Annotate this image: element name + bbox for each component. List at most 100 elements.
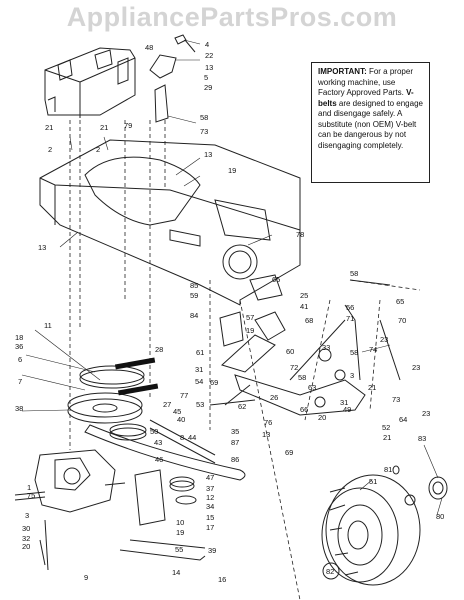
callout-75: 75 [27, 491, 35, 500]
callout-69a: 69 [210, 378, 218, 387]
callout-65b: 65 [396, 297, 404, 306]
callout-41: 41 [300, 302, 308, 311]
callout-74: 74 [369, 345, 377, 354]
callout-59: 59 [190, 291, 198, 300]
callout-25: 25 [300, 291, 308, 300]
callout-3b: 3 [25, 511, 29, 520]
callout-17: 17 [206, 523, 214, 532]
callout-80: 80 [436, 512, 444, 521]
callout-13c: 13 [38, 243, 46, 252]
callout-31b: 31 [340, 398, 348, 407]
callout-19c: 19 [176, 528, 184, 537]
callout-40: 40 [177, 415, 185, 424]
callout-58d: 58 [298, 373, 306, 382]
callout-13d: 13 [262, 430, 270, 439]
callout-51: 51 [369, 477, 377, 486]
callout-37: 37 [206, 484, 214, 493]
vbelts-text: are designed to engage and disengage saf… [318, 98, 423, 150]
callout-23c: 23 [422, 409, 430, 418]
callout-14: 14 [172, 568, 180, 577]
callout-76: 76 [264, 418, 272, 427]
callout-56: 56 [346, 303, 354, 312]
callout-21a: 21 [45, 123, 53, 132]
vbelts-label: V-belts [318, 88, 414, 108]
callout-55: 55 [175, 545, 183, 554]
callout-82-circle [322, 562, 340, 580]
watermark-text: AppliancePartsPros.com [66, 2, 398, 32]
callout-77: 77 [180, 391, 188, 400]
callout-83: 83 [418, 434, 426, 443]
important-text: For a proper working machine, use Factor… [318, 67, 413, 97]
callout-69b: 69 [285, 448, 293, 457]
callout-36: 36 [15, 342, 23, 351]
callout-23b: 23 [412, 363, 420, 372]
callout-2b: 2 [96, 145, 100, 154]
callout-43: 43 [154, 438, 162, 447]
clutch-arm [234, 374, 366, 416]
callout-7: 7 [18, 377, 22, 386]
callout-50: 50 [150, 427, 158, 436]
callout-23a: 23 [380, 335, 388, 344]
callout-44: 44 [188, 433, 196, 442]
callout-68: 68 [305, 316, 313, 325]
callout-48: 48 [145, 43, 153, 52]
callout-19b: 19 [246, 326, 254, 335]
transaxle [14, 449, 126, 513]
callout-29: 29 [204, 83, 212, 92]
callout-27: 27 [163, 400, 171, 409]
callout-70: 70 [398, 316, 406, 325]
callout-72: 72 [290, 363, 298, 372]
callout-46: 46 [155, 455, 163, 464]
callout-61: 61 [196, 348, 204, 357]
callout-53: 53 [196, 400, 204, 409]
callout-47: 47 [206, 473, 214, 482]
callout-20: 20 [318, 413, 326, 422]
callout-66: 66 [300, 405, 308, 414]
clutch-linkage [119, 549, 206, 561]
callout-81: 81 [384, 465, 392, 474]
callout-9: 9 [84, 573, 88, 582]
callout-21d: 21 [383, 433, 391, 442]
callout-6: 6 [18, 355, 22, 364]
lower-bracket [134, 469, 166, 526]
callout-54: 54 [195, 377, 203, 386]
engine-pulley [67, 365, 147, 441]
callout-16: 16 [218, 575, 226, 584]
callout-65a: 65 [272, 275, 280, 284]
callout-15: 15 [206, 513, 214, 522]
callout-10: 10 [176, 518, 184, 527]
callout-49: 49 [343, 405, 351, 414]
hub-cap [428, 476, 448, 500]
steering-bracket [149, 54, 177, 123]
callout-32: 32 [22, 534, 30, 543]
callout-78: 78 [296, 230, 304, 239]
callout-71: 71 [346, 314, 354, 323]
callout-58a: 58 [200, 113, 208, 122]
callout-26: 26 [270, 393, 278, 402]
callout-85: 85 [190, 281, 198, 290]
callout-58b: 58 [350, 269, 358, 278]
callout-52: 52 [382, 423, 390, 432]
main-frame [39, 139, 301, 306]
callout-33: 33 [322, 343, 330, 352]
callout-30: 30 [22, 524, 30, 533]
v-belt [84, 424, 246, 481]
callout-60: 60 [286, 347, 294, 356]
callout-58c: 58 [350, 348, 358, 357]
callout-12: 12 [206, 493, 214, 502]
important-note: IMPORTANT: For a proper working machine,… [311, 62, 430, 183]
callout-57: 57 [246, 313, 254, 322]
callout-28: 28 [155, 345, 163, 354]
callout-18: 18 [15, 333, 23, 342]
callout-13b: 13 [204, 150, 212, 159]
important-label: IMPORTANT: [318, 67, 367, 76]
callout-34: 34 [206, 502, 214, 511]
callout-73a: 73 [200, 127, 208, 136]
callout-3: 3 [350, 371, 354, 380]
callout-21c: 21 [368, 383, 376, 392]
callout-19a: 19 [228, 166, 236, 175]
callout-84a: 84 [190, 311, 198, 320]
front-wheel [321, 474, 421, 586]
callout-20b: 20 [22, 542, 30, 551]
callout-22: 22 [205, 51, 213, 60]
